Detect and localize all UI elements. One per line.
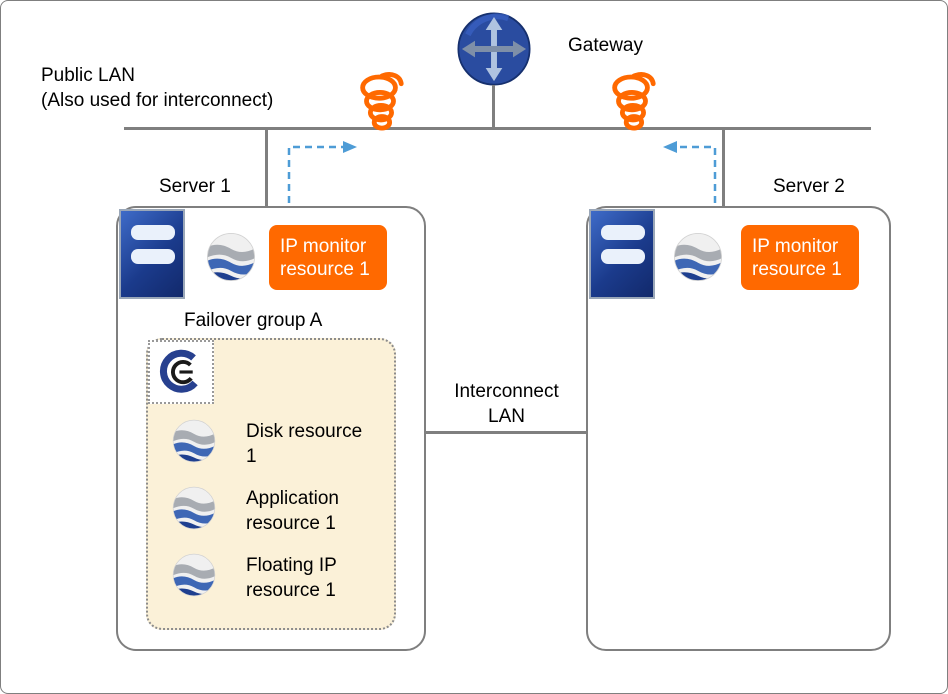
floating-ip-resource-sphere-icon — [171, 552, 217, 598]
coil-left-icon — [353, 71, 407, 137]
server1-tower-icon — [119, 209, 185, 299]
failover-group-icon — [148, 340, 214, 404]
server-bar — [601, 249, 645, 264]
failover-group-label: Failover group A — [184, 310, 323, 331]
gateway-connector-line — [492, 85, 495, 129]
public-lan-line — [124, 127, 871, 130]
server1-monitor-sphere-icon — [205, 231, 257, 283]
interconnect-lan-line — [426, 431, 586, 434]
interconnect-lan-label: Interconnect LAN — [454, 381, 559, 427]
gateway-icon — [456, 11, 532, 87]
server-bar — [131, 225, 175, 240]
gateway-label: Gateway — [568, 35, 643, 56]
server2-connector-line — [722, 129, 725, 206]
server1-connector-line — [265, 129, 268, 206]
server-bar — [131, 249, 175, 264]
disk-resource-label: Disk resource 1 — [246, 421, 363, 467]
public-lan-title: Public LAN — [41, 65, 135, 86]
public-lan-note: (Also used for interconnect) — [41, 90, 274, 111]
application-resource-label: Application resource 1 — [246, 488, 339, 534]
server2-label: Server 2 — [773, 176, 845, 197]
monitor-arrow-right-icon — [661, 139, 723, 209]
server2-tower-icon — [589, 209, 655, 299]
server1-ip-monitor-box: IP monitor resource 1 — [269, 225, 387, 290]
disk-resource-sphere-icon — [171, 418, 217, 464]
server2-monitor-sphere-icon — [672, 231, 724, 283]
swirl-g-icon — [159, 349, 198, 393]
public-lan-label: Public LAN (Also used for interconnect) — [41, 63, 273, 113]
server2-ip-monitor-box: IP monitor resource 1 — [741, 225, 859, 290]
floating-ip-resource-label: Floating IP resource 1 — [246, 555, 337, 601]
coil-right-icon — [605, 71, 659, 137]
server1-label: Server 1 — [159, 176, 231, 197]
application-resource-sphere-icon — [171, 485, 217, 531]
server-bar — [601, 225, 645, 240]
monitor-arrow-left-icon — [283, 139, 363, 209]
